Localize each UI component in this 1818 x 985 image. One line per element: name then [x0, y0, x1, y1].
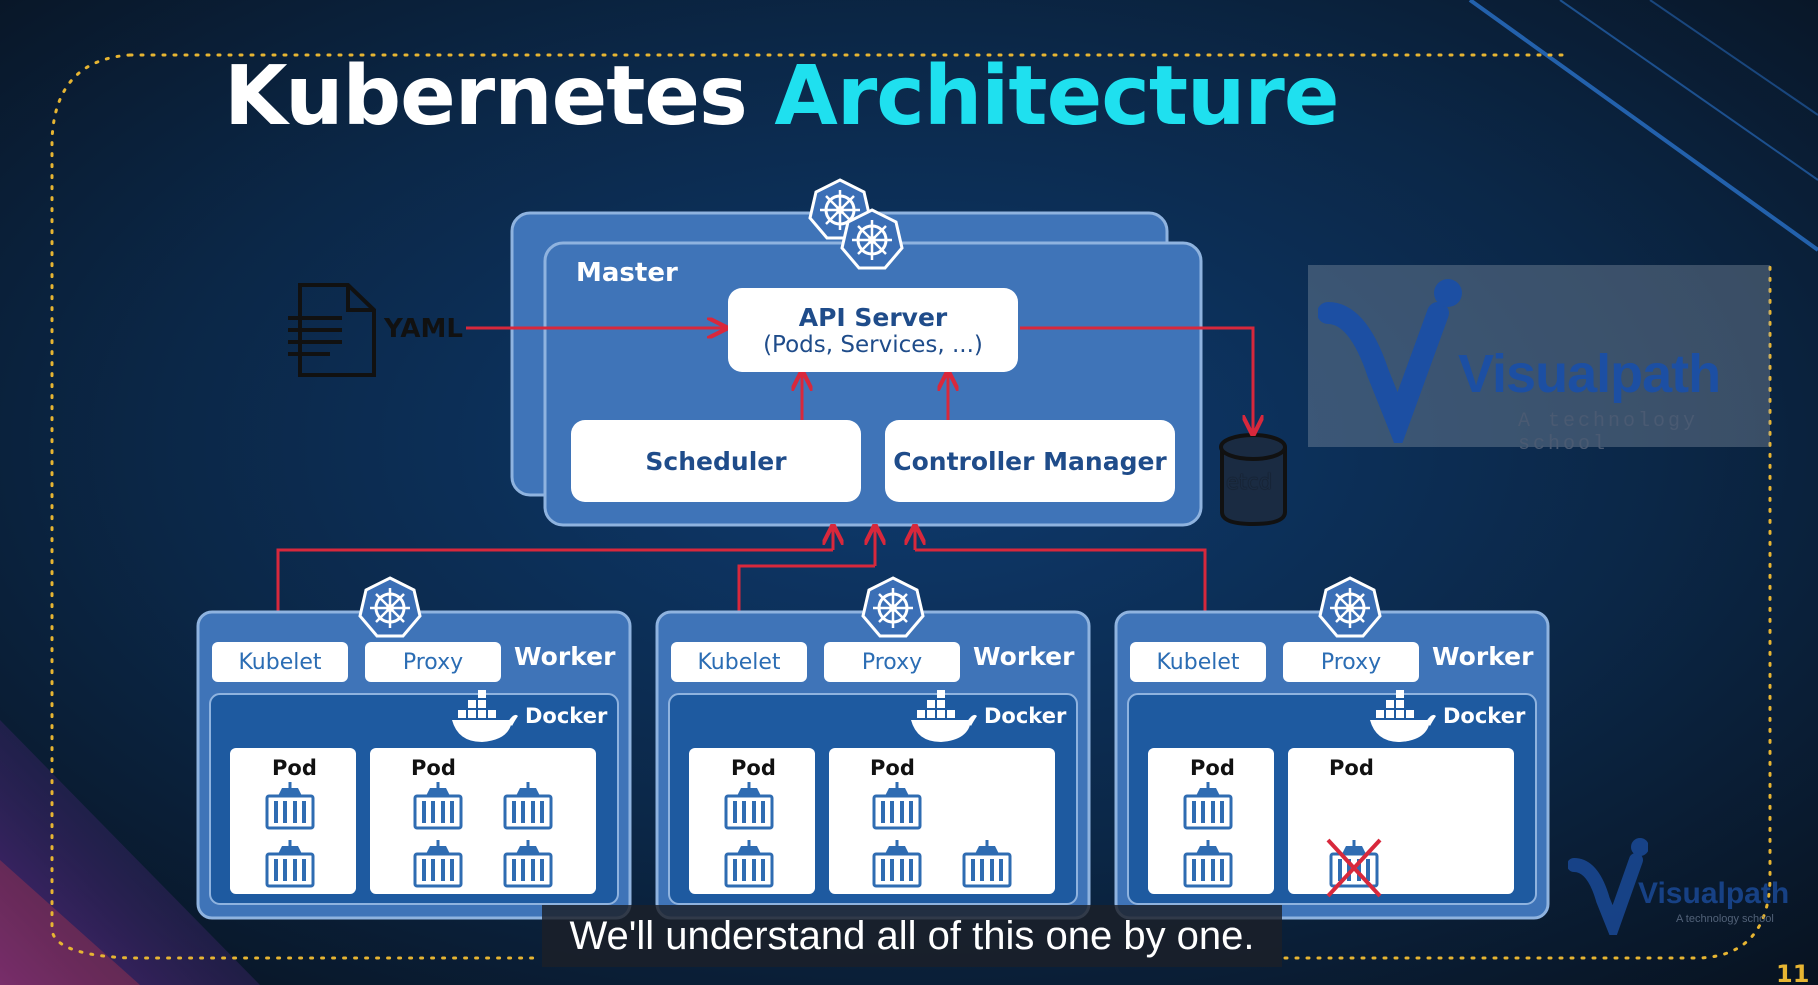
proxy-pill: Proxy	[824, 642, 960, 682]
worker-title: Worker	[973, 642, 1075, 671]
kubernetes-logo-icon	[861, 576, 925, 638]
kubelet-pill: Kubelet	[671, 642, 807, 682]
title-part-kubernetes: Kubernetes	[224, 49, 748, 144]
docker-label: Docker	[984, 704, 1067, 728]
visualpath-corner-icon	[1568, 838, 1648, 935]
slide-number: 11	[1776, 960, 1810, 985]
kubernetes-logo-icon	[358, 576, 422, 638]
controller-manager-box: Controller Manager	[885, 420, 1175, 502]
connection-arrows	[278, 328, 1253, 640]
worker-nodes	[196, 576, 1550, 920]
master-label: Master	[576, 258, 678, 288]
api-server-box: API Server (Pods, Services, ...)	[728, 288, 1018, 372]
watermark-logo: Visualpath A technology school	[1308, 265, 1770, 456]
docker-label: Docker	[1443, 704, 1526, 728]
etcd-database-icon	[1219, 433, 1287, 527]
proxy-pill: Proxy	[1283, 642, 1419, 682]
docker-label: Docker	[525, 704, 608, 728]
pod-label: Pod	[870, 756, 915, 780]
failed-container-x-icon	[1326, 838, 1382, 898]
video-caption: We'll understand all of this one by one.	[542, 905, 1282, 967]
pod-label: Pod	[731, 756, 776, 780]
worker-title: Worker	[514, 642, 616, 671]
kubelet-pill: Kubelet	[212, 642, 348, 682]
pod-label: Pod	[411, 756, 456, 780]
pod-label: Pod	[1329, 756, 1374, 780]
corner-logo-brand: Visualpath	[1638, 877, 1790, 910]
pod-label: Pod	[1190, 756, 1235, 780]
worker-title: Worker	[1432, 642, 1534, 671]
etcd-label: etcd	[1226, 470, 1273, 494]
corner-logo: Visualpath A technology school	[1568, 835, 1808, 935]
corner-logo-tagline: A technology school	[1676, 913, 1774, 925]
slide-title: Kubernetes Architecture	[224, 56, 1339, 138]
yaml-document-icon	[288, 283, 376, 377]
watermark-brand: Visualpath	[1458, 344, 1721, 404]
watermark-tagline: A technology school	[1518, 410, 1699, 456]
title-part-architecture: Architecture	[774, 49, 1339, 144]
api-server-title: API Server	[798, 302, 948, 332]
kubelet-pill: Kubelet	[1130, 642, 1266, 682]
pod-box	[370, 748, 596, 894]
yaml-label: YAML	[384, 314, 463, 344]
api-server-resources: (Pods, Services, ...)	[763, 331, 983, 358]
pod-box	[1288, 748, 1514, 894]
kubernetes-logo-icon	[1318, 576, 1382, 638]
pod-box	[829, 748, 1055, 894]
visualpath-logo-icon	[1318, 279, 1462, 443]
scheduler-box: Scheduler	[571, 420, 861, 502]
proxy-pill: Proxy	[365, 642, 501, 682]
pod-label: Pod	[272, 756, 317, 780]
